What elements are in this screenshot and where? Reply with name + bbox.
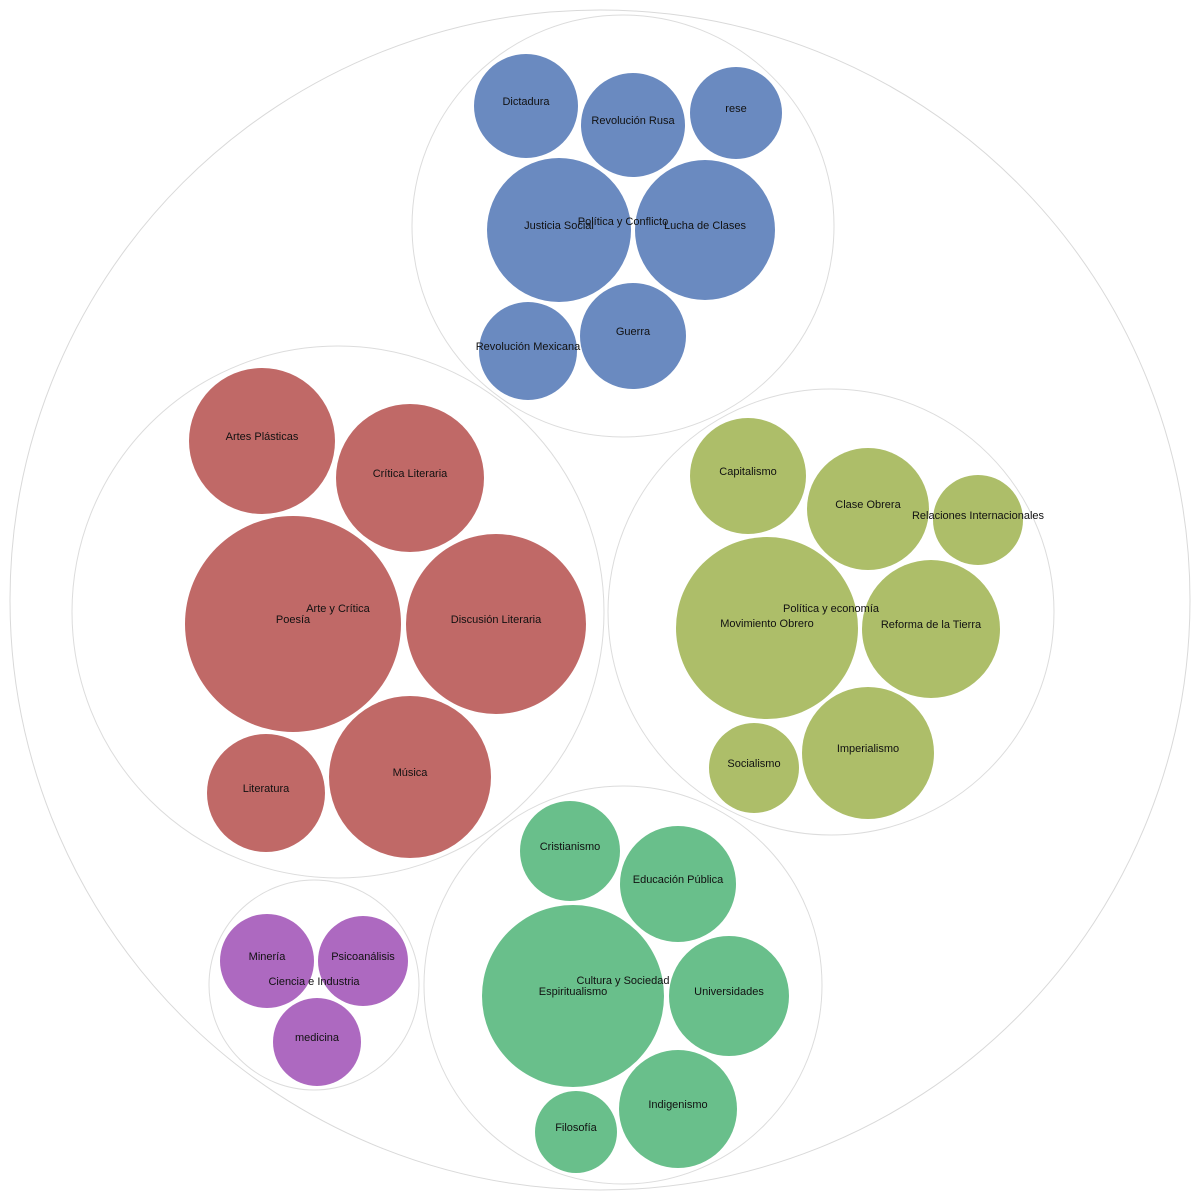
bubble-label-relaciones-internacionales: Relaciones Internacionales — [912, 510, 1045, 522]
bubble-label-socialismo: Socialismo — [727, 758, 780, 770]
bubble-label-justicia-social: Justicia Social — [524, 220, 594, 232]
bubble-justicia-social[interactable] — [487, 158, 631, 302]
bubble-critica-literaria[interactable] — [336, 404, 484, 552]
group-label-arte-y-critica: Arte y Crítica — [306, 603, 370, 615]
bubble-dictadura[interactable] — [474, 54, 578, 158]
bubble-indigenismo[interactable] — [619, 1050, 737, 1168]
group-circle — [71, 345, 605, 879]
bubble-label-espiritualismo: Espiritualismo — [539, 986, 607, 998]
bubble-mineria[interactable] — [220, 914, 314, 1008]
bubble-label-rese: rese — [725, 103, 746, 115]
bubble-label-medicina: medicina — [295, 1032, 340, 1044]
bubble-label-cristianismo: Cristianismo — [540, 841, 601, 853]
bubble-discusion-literaria[interactable] — [406, 534, 586, 714]
bubble-label-mineria: Minería — [249, 951, 287, 963]
bubble-label-movimiento-obrero: Movimiento Obrero — [720, 618, 814, 630]
bubble-cristianismo[interactable] — [520, 801, 620, 901]
bubble-espiritualismo[interactable] — [482, 905, 664, 1087]
bubble-label-discusion-literaria: Discusión Literaria — [451, 614, 542, 626]
bubble-reforma-de-la-tierra[interactable] — [862, 560, 1000, 698]
bubble-label-artes-plasticas: Artes Plásticas — [226, 431, 299, 443]
bubble-revolucion-mexicana[interactable] — [479, 302, 577, 400]
bubble-clase-obrera[interactable] — [807, 448, 929, 570]
bubble-label-revolucion-rusa: Revolución Rusa — [591, 115, 675, 127]
group-label-ciencia-e-industria: Ciencia e Industria — [268, 976, 360, 988]
bubble-imperialismo[interactable] — [802, 687, 934, 819]
bubble-literatura[interactable] — [207, 734, 325, 852]
bubble-universidades[interactable] — [669, 936, 789, 1056]
bubble-psicoanalisis[interactable] — [318, 916, 408, 1006]
bubble-artes-plasticas[interactable] — [189, 368, 335, 514]
bubble-label-revolucion-mexicana: Revolución Mexicana — [476, 341, 581, 353]
bubble-movimiento-obrero[interactable] — [676, 537, 858, 719]
bubble-medicina[interactable] — [273, 998, 361, 1086]
bubble-filosofia[interactable] — [535, 1091, 617, 1173]
bubble-label-psicoanalisis: Psicoanálisis — [331, 951, 395, 963]
bubble-guerra[interactable] — [580, 283, 686, 389]
bubble-label-musica: Música — [393, 767, 429, 779]
bubble-label-guerra: Guerra — [616, 326, 651, 338]
group-circle — [423, 785, 823, 1185]
bubble-label-critica-literaria: Crítica Literaria — [373, 468, 448, 480]
bubble-capitalismo[interactable] — [690, 418, 806, 534]
bubble-lucha-de-clases[interactable] — [635, 160, 775, 300]
bubble-label-poesia: Poesía — [276, 614, 311, 626]
bubble-label-filosofia: Filosofía — [555, 1122, 597, 1134]
root-circle — [9, 9, 1191, 1191]
bubble-educacion-publica[interactable] — [620, 826, 736, 942]
group-label-politica-y-conflicto: Política y Conflicto — [578, 216, 668, 228]
group-circle — [411, 14, 835, 438]
bubble-socialismo[interactable] — [709, 723, 799, 813]
group-label-politica-y-economia: Política y economía — [783, 603, 880, 615]
bubble-label-literatura: Literatura — [243, 783, 290, 795]
bubble-label-imperialismo: Imperialismo — [837, 743, 899, 755]
bubble-poesia[interactable] — [185, 516, 401, 732]
group-ciencia-e-industria: Minería Psicoanálisis medicina Ciencia e In… — [208, 879, 420, 1091]
bubble-relaciones-internacionales[interactable] — [933, 475, 1023, 565]
group-label-cultura-y-sociedad: Cultura y Sociedad — [577, 975, 670, 987]
bubble-revolucion-rusa[interactable] — [581, 73, 685, 177]
bubble-label-reforma-de-la-tierra: Reforma de la Tierra — [881, 619, 982, 631]
bubble-label-capitalismo: Capitalismo — [719, 466, 776, 478]
group-circle — [607, 388, 1055, 836]
bubble-label-educacion-publica: Educación Pública — [633, 874, 724, 886]
group-circle — [208, 879, 420, 1091]
bubble-rese[interactable] — [690, 67, 782, 159]
bubble-musica[interactable] — [329, 696, 491, 858]
bubble-label-universidades: Universidades — [694, 986, 764, 998]
bubble-label-dictadura: Dictadura — [502, 96, 550, 108]
bubble-label-clase-obrera: Clase Obrera — [835, 499, 901, 511]
bubble-label-lucha-de-clases: Lucha de Clases — [664, 220, 746, 232]
bubble-label-indigenismo: Indigenismo — [648, 1099, 707, 1111]
